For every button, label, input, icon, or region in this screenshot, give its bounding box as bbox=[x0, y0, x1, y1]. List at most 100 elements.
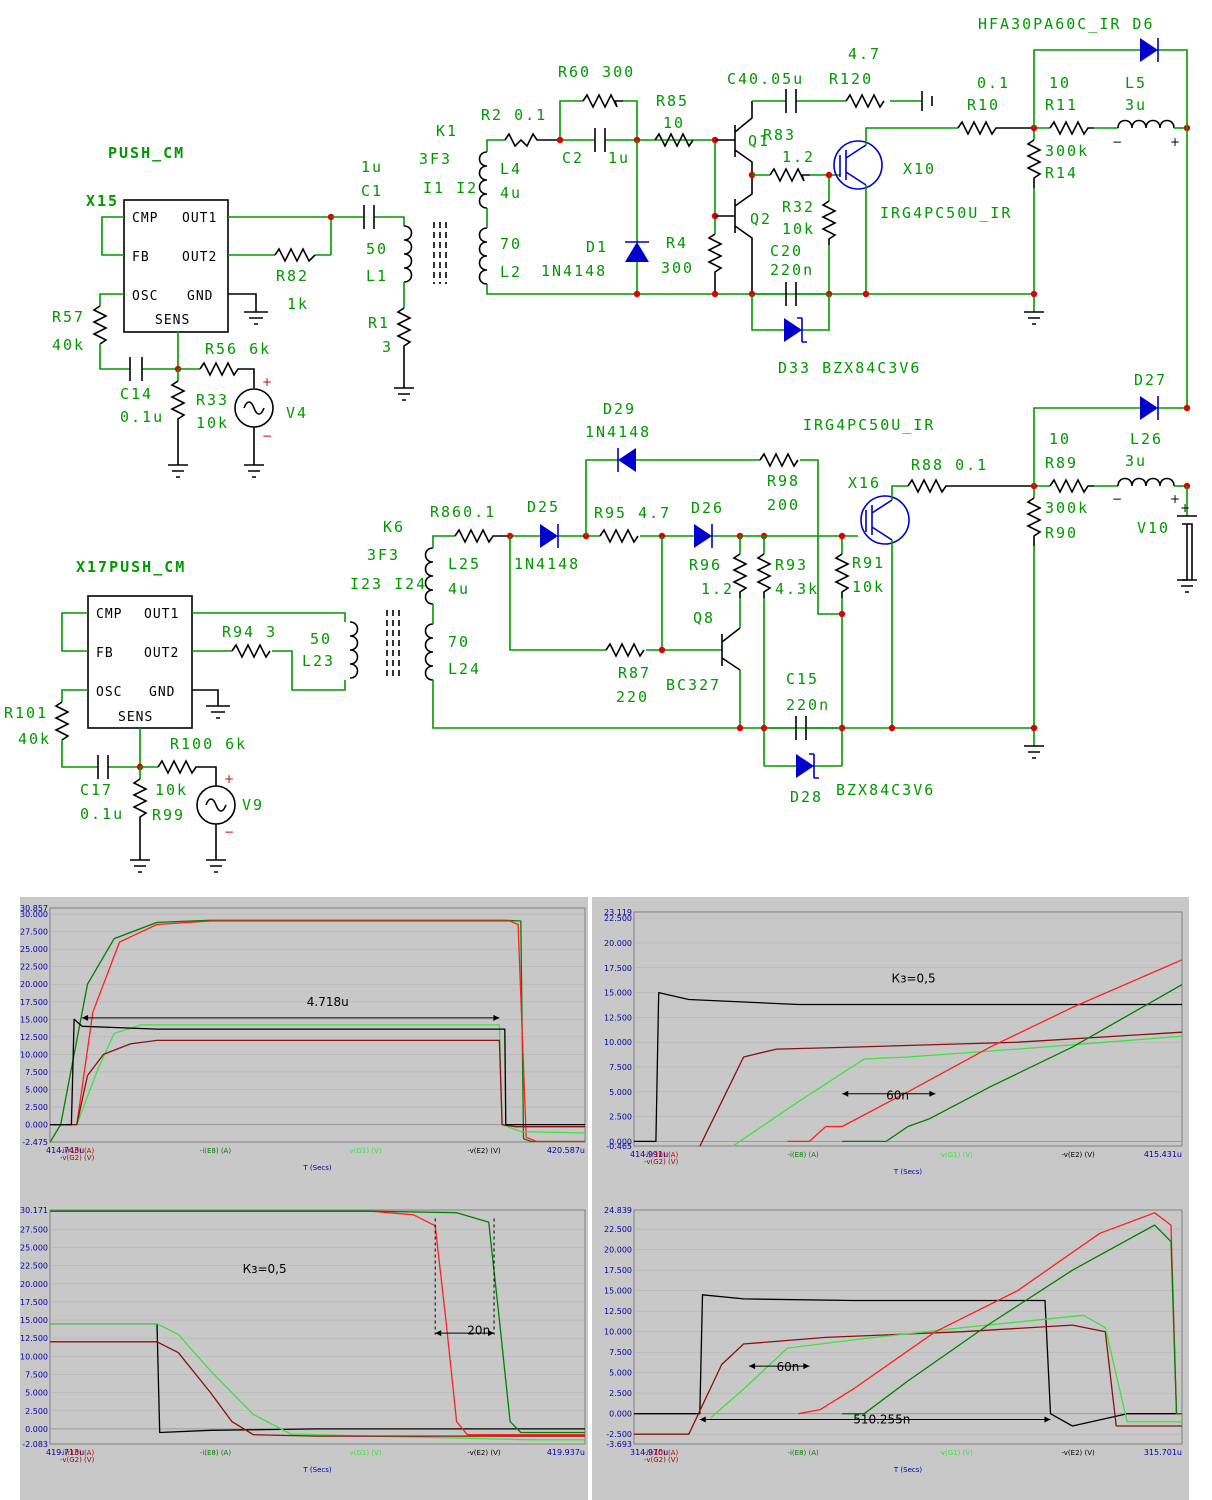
y-tick-label: 12.500 bbox=[20, 1334, 48, 1343]
legend-entry: -v(G2) (V) bbox=[60, 1154, 95, 1162]
l2-label: L2 bbox=[500, 263, 522, 281]
x-min-label: 314.970u bbox=[630, 1448, 668, 1457]
r32-label: R32 bbox=[782, 198, 815, 216]
d27-label: D27 bbox=[1134, 371, 1167, 389]
legend-entry: -v(E2) (V) bbox=[467, 1147, 501, 1155]
y-tick-label: 7.500 bbox=[25, 1370, 48, 1379]
d25-model: 1N4148 bbox=[514, 555, 580, 573]
l23-value: 50 bbox=[310, 630, 332, 648]
series-line bbox=[634, 1324, 1182, 1435]
ic-bottom-pin-out2: OUT2 bbox=[144, 646, 179, 661]
d29-model: 1N4148 bbox=[585, 423, 651, 441]
d1-label: D1 bbox=[586, 238, 608, 256]
r96-label: R96 bbox=[689, 556, 722, 574]
d28-model: BZX84C3V6 bbox=[836, 781, 935, 799]
y-tick-label: 0.000 bbox=[609, 1137, 632, 1146]
x-max-label: 315.701u bbox=[1144, 1448, 1182, 1457]
legend-entry: -i(E8) (A) bbox=[200, 1147, 232, 1155]
l5-value: 3u bbox=[1125, 96, 1147, 114]
l1-label: L1 bbox=[366, 267, 388, 285]
y-tick-label: 17.500 bbox=[604, 964, 632, 973]
y-tick-label: 15.000 bbox=[604, 989, 632, 998]
ic-top-pin-cmp: CMP bbox=[132, 211, 158, 226]
c4-label: C40.05u bbox=[727, 70, 804, 88]
y-tick-label: 17.500 bbox=[20, 998, 48, 1007]
legend-entry: -v(G2) (V) bbox=[644, 1158, 679, 1166]
r90-label: R90 bbox=[1045, 524, 1078, 542]
r98-label: R98 bbox=[767, 472, 800, 490]
d26-label: D26 bbox=[691, 499, 724, 517]
plot-area bbox=[49, 1209, 586, 1445]
r4-value: 300 bbox=[661, 259, 694, 277]
y-tick-label: 10.000 bbox=[20, 1050, 48, 1059]
y-tick-label: 20.000 bbox=[604, 939, 632, 948]
l23-label: L23 bbox=[302, 652, 335, 670]
k6-pins: I23 I24 bbox=[350, 575, 427, 593]
y-tick-label: 7.500 bbox=[609, 1348, 632, 1357]
k6-label: K6 bbox=[383, 518, 405, 536]
y-tick-label: -0.465 bbox=[606, 1142, 632, 1151]
y-tick-label: 7.500 bbox=[25, 1068, 48, 1077]
legend-entry: -i(r10) (A) bbox=[60, 1147, 94, 1155]
ic-bottom-pin-osc: OSC bbox=[96, 685, 122, 700]
r83-value: 1.2 bbox=[782, 148, 815, 166]
r90-value: 300k bbox=[1045, 499, 1089, 517]
legend-entry: -v(G2) (V) bbox=[60, 1456, 95, 1464]
l24-label: L24 bbox=[448, 660, 481, 678]
c17-value: 0.1u bbox=[80, 805, 124, 823]
y-tick-label: -2.500 bbox=[606, 1430, 632, 1439]
l1-value: 50 bbox=[366, 240, 388, 258]
y-tick-label: 17.500 bbox=[604, 1266, 632, 1275]
circuit-schematic: PUSH_CM X15 CMP OUT1 FB OUT2 OSC GND SEN… bbox=[4, 15, 1197, 873]
c20-label: C20 bbox=[770, 242, 803, 260]
r4-label: R4 bbox=[666, 234, 688, 252]
r11-label: R11 bbox=[1045, 96, 1078, 114]
ic-bottom-pin-gnd: GND bbox=[149, 685, 175, 700]
y-tick-label: 27.500 bbox=[20, 1225, 48, 1234]
l25-value: 4u bbox=[448, 580, 470, 598]
y-tick-label: 12.500 bbox=[604, 1013, 632, 1022]
k1-pins: I1 I2 bbox=[423, 179, 478, 197]
series-line bbox=[50, 1024, 586, 1134]
c2-value: 1u bbox=[608, 149, 630, 167]
r93-value: 4.3k bbox=[775, 580, 819, 598]
r91-value: 10k bbox=[852, 578, 885, 596]
l4-value: 4u bbox=[500, 184, 522, 202]
legend-entry: -i(r10) (A) bbox=[60, 1449, 94, 1457]
svg-text:−: − bbox=[1112, 135, 1122, 149]
r93-label: R93 bbox=[775, 556, 808, 574]
v4-label: V4 bbox=[286, 404, 308, 422]
y-tick-label: 20.000 bbox=[20, 980, 48, 989]
chart-annotation: 60n bbox=[776, 1360, 799, 1374]
legend-entry: v(G1) (V) bbox=[941, 1449, 973, 1457]
svg-text:−: − bbox=[262, 429, 272, 443]
svg-text:+: + bbox=[262, 375, 272, 389]
legend-entry: v(G1) (V) bbox=[941, 1151, 973, 1159]
ic-bottom-body bbox=[87, 595, 193, 729]
r85-value: 10 bbox=[663, 114, 685, 132]
q8-label: Q8 bbox=[693, 609, 715, 627]
r100-label: R100 6k bbox=[170, 735, 247, 753]
r57-label: R57 bbox=[52, 308, 85, 326]
y-tick-label: -2.083 bbox=[22, 1440, 48, 1449]
l24-value: 70 bbox=[448, 633, 470, 651]
ic-top-title: PUSH_CM bbox=[108, 144, 185, 162]
chart-annotation: 20n bbox=[467, 1324, 490, 1338]
legend-entry: v(G1) (V) bbox=[350, 1449, 382, 1457]
series-line bbox=[732, 1035, 1183, 1147]
r95-label: R95 4.7 bbox=[594, 504, 671, 522]
r11-value: 10 bbox=[1049, 74, 1071, 92]
x-axis-label: T (Secs) bbox=[893, 1168, 922, 1176]
r87-value: 220 bbox=[616, 688, 649, 706]
chart-annotation: 4.718u bbox=[307, 995, 349, 1009]
legend-entry: v(G1) (V) bbox=[350, 1147, 382, 1155]
r82-value: 1k bbox=[287, 295, 309, 313]
r33-value: 10k bbox=[196, 414, 229, 432]
y-tick-label: 5.000 bbox=[609, 1369, 632, 1378]
k1-material: 3F3 bbox=[419, 150, 452, 168]
y-tick-label: 10.000 bbox=[604, 1038, 632, 1047]
y-tick-label: 27.500 bbox=[20, 928, 48, 937]
d1-model: 1N4148 bbox=[541, 262, 607, 280]
